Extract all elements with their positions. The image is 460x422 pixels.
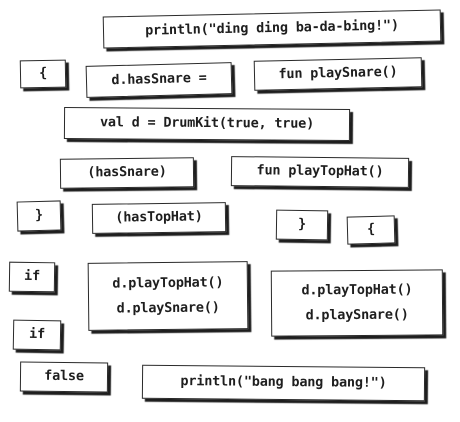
magnet-text: if (28, 326, 46, 343)
magnet-println-bang[interactable]: println("bang bang bang!") (141, 364, 426, 402)
magnet-fun-play-snare[interactable]: fun playSnare() (253, 57, 423, 91)
magnet-fun-play-top-hat[interactable]: fun playTopHat() (230, 156, 410, 188)
magnet-text: false (44, 368, 84, 385)
magnet-play-calls[interactable]: d.playTopHat() d.playSnare() (87, 261, 249, 331)
magnet-close-brace[interactable]: } (16, 200, 62, 232)
magnet-text: val d = DrumKit(true, true) (99, 114, 315, 132)
magnet-text: } (34, 207, 44, 224)
magnet-play-calls[interactable]: d.playTopHat() d.playSnare() (270, 269, 444, 337)
magnet-if[interactable]: if (8, 261, 56, 293)
magnet-val-drumkit[interactable]: val d = DrumKit(true, true) (63, 107, 351, 141)
magnet-if[interactable]: if (12, 319, 62, 351)
magnet-open-brace[interactable]: { (19, 59, 67, 89)
magnet-text: fun playSnare() (278, 64, 398, 83)
magnet-text: } (297, 216, 307, 233)
magnet-text-line: d.playSnare() (305, 306, 409, 323)
magnet-println-ding[interactable]: println("ding ding ba-da-bing!") (102, 9, 442, 49)
magnet-text: println("bang bang bang!") (180, 373, 387, 392)
magnet-text: { (38, 65, 48, 82)
magnet-text-line: d.playTopHat() (112, 274, 224, 292)
magnet-close-brace[interactable]: } (275, 209, 329, 241)
magnet-text: { (366, 221, 376, 238)
magnet-text: (hasSnare) (87, 163, 167, 181)
magnet-false[interactable]: false (19, 361, 109, 393)
magnet-text: if (23, 268, 41, 285)
magnet-text-line: d.playTopHat() (301, 281, 413, 299)
magnet-has-snare-condition[interactable]: (hasSnare) (59, 157, 195, 189)
magnet-has-top-hat-condition[interactable]: (hasTopHat) (91, 202, 227, 234)
magnet-text: fun playTopHat() (256, 162, 384, 180)
magnet-text: (hasTopHat) (115, 208, 203, 226)
magnet-has-snare-assign[interactable]: d.hasSnare = (85, 62, 233, 98)
magnet-text: println("ding ding ba-da-bing!") (145, 17, 399, 39)
magnet-open-brace[interactable]: { (346, 215, 396, 245)
magnet-text: d.hasSnare = (111, 70, 207, 89)
magnet-text-line: d.playSnare() (116, 298, 220, 317)
